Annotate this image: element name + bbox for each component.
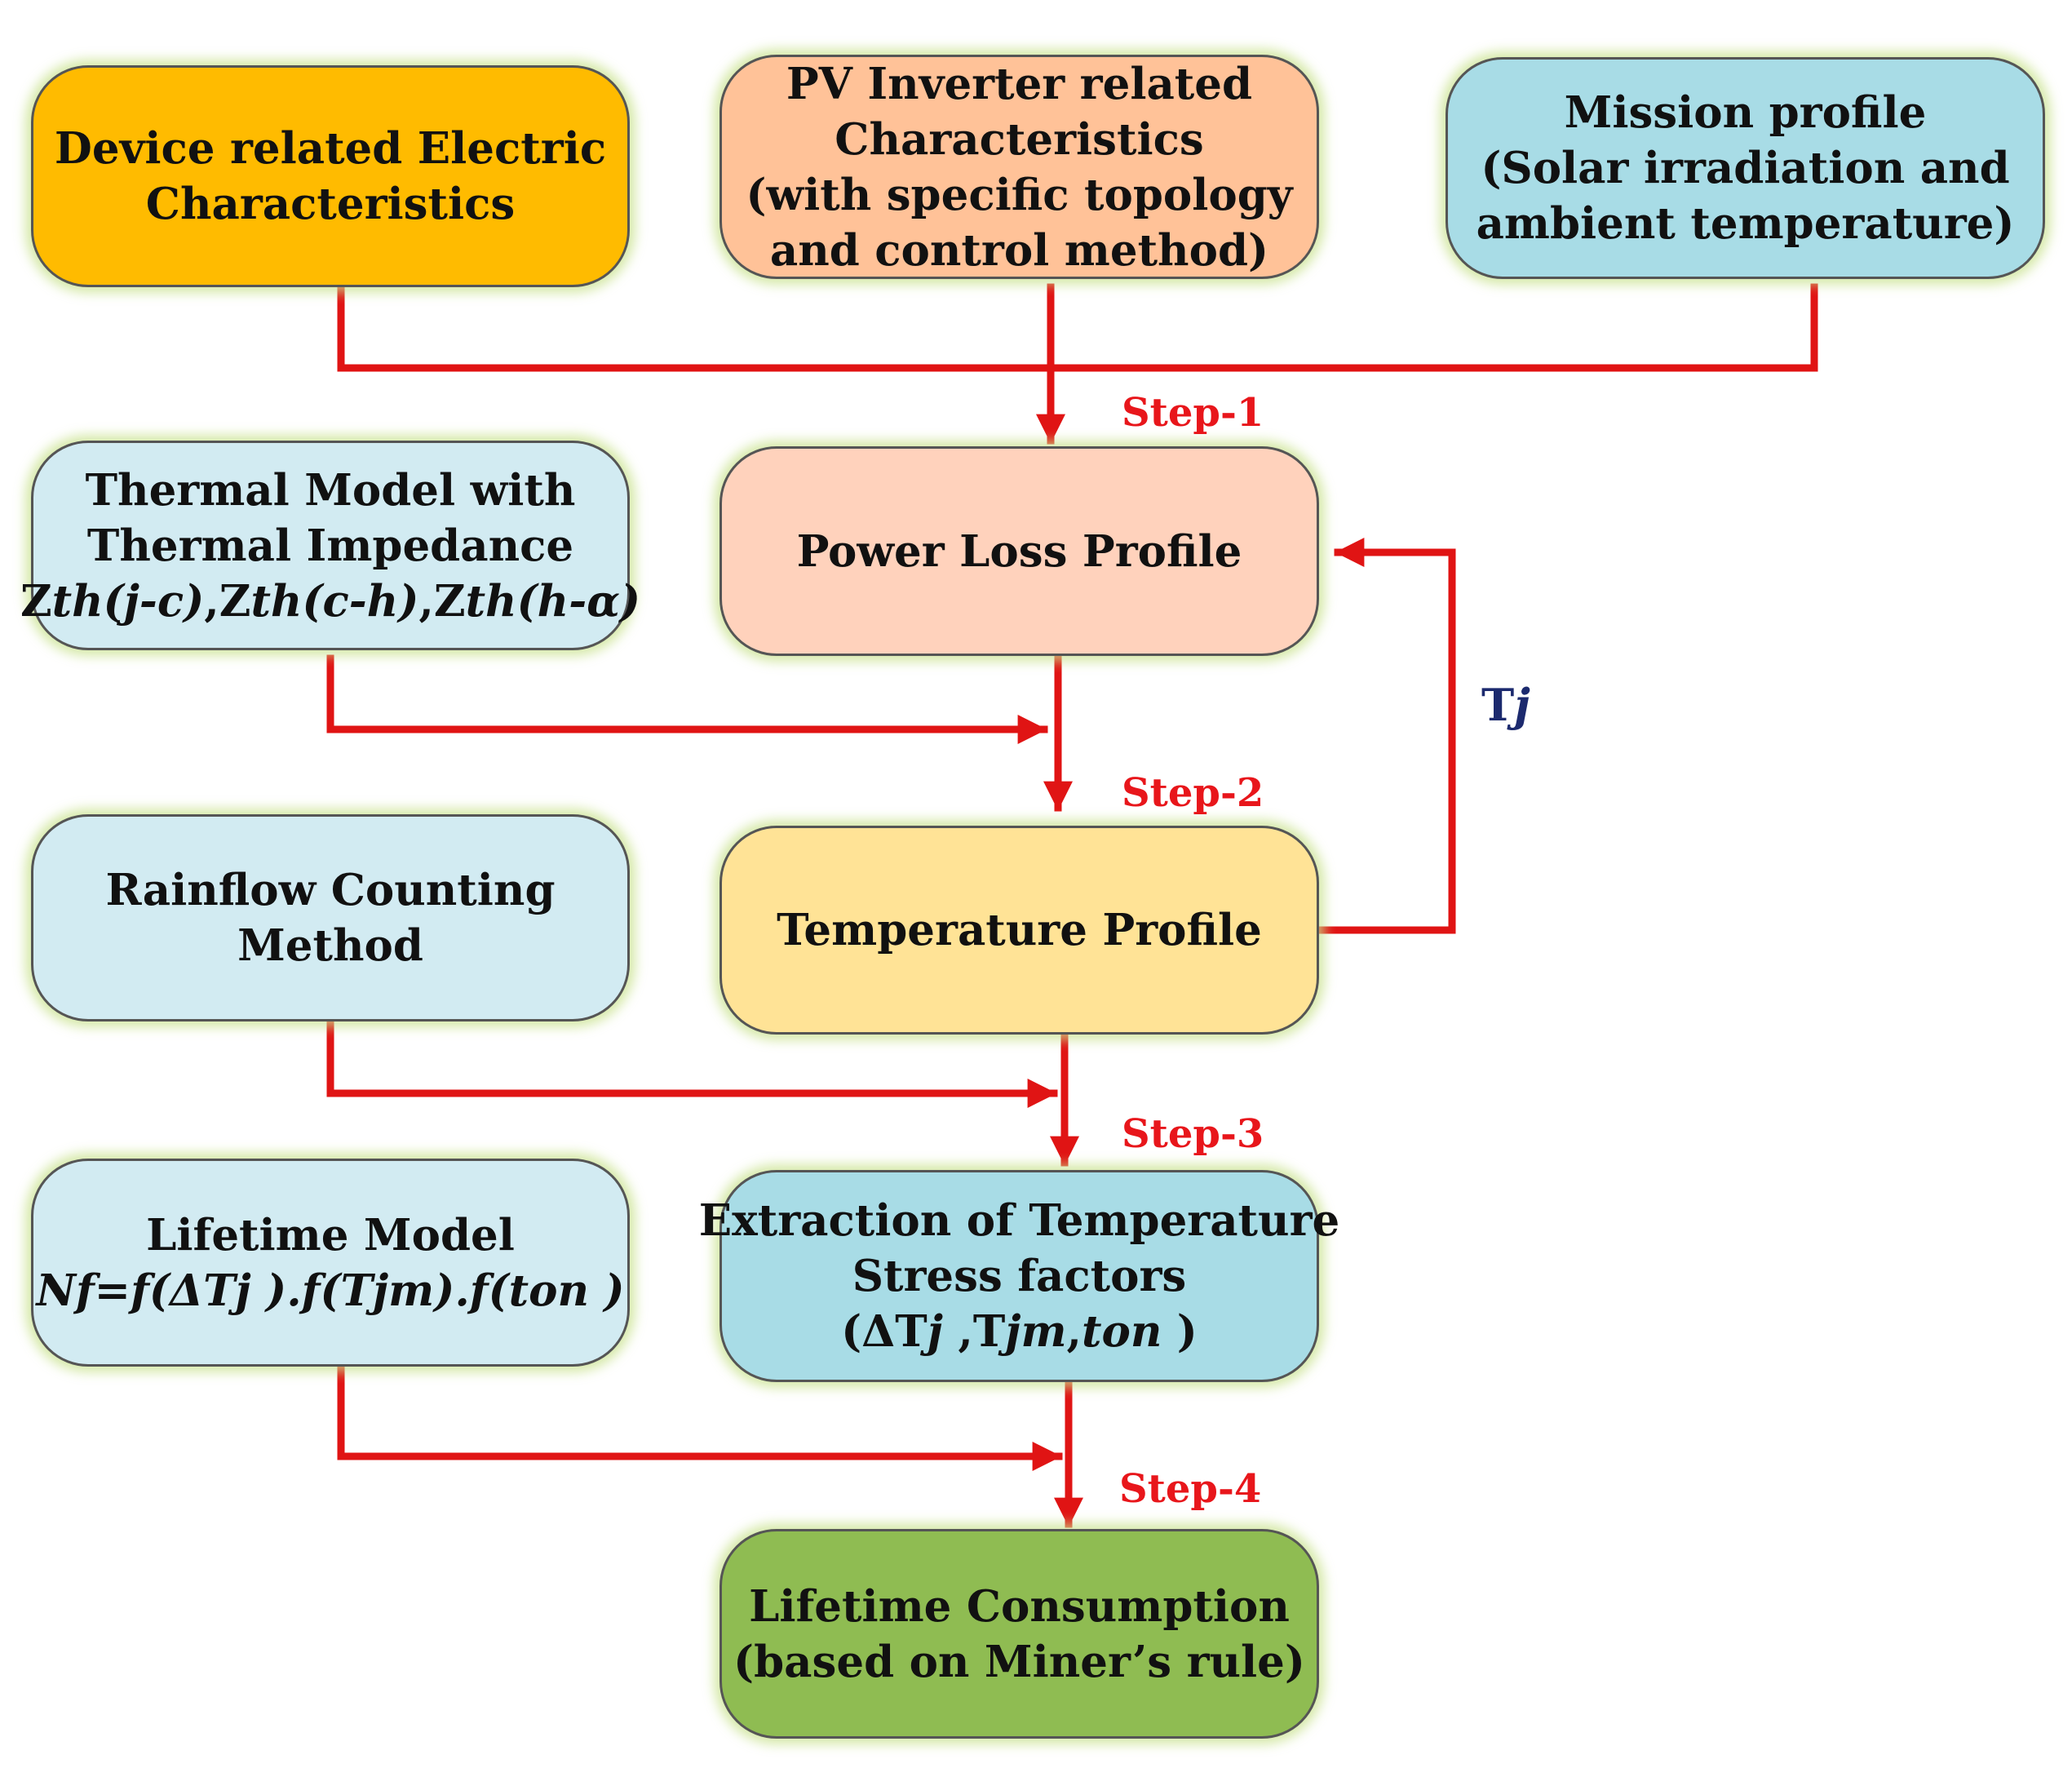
eq-sep-t: ,T	[942, 1306, 1006, 1357]
power-loss-line-1: Power Loss Profile	[796, 525, 1242, 577]
consumption-line-1: Lifetime Consumption	[749, 1580, 1290, 1632]
eq-zth-h-a: th(h-α)	[465, 575, 641, 627]
extraction-line-2: Stress factors	[852, 1251, 1187, 1301]
pv-inverter-text: PV Inverter related Characteristics (wit…	[746, 56, 1292, 278]
arrow-thermal-to-step-2	[326, 654, 1048, 744]
eq-ton: ton	[1081, 1306, 1162, 1357]
eq-zth-j-c: th(j-c)	[51, 575, 205, 627]
thermal-model-text: Thermal Model with Thermal Impedance Zth…	[20, 463, 640, 629]
consumption-line-2: (based on Miner’s rule)	[733, 1636, 1305, 1687]
rainflow-text: Rainflow Counting Method	[105, 862, 555, 973]
temperature-profile-box: Temperature Profile	[719, 826, 1319, 1035]
inverter-line-2: Characteristics	[835, 113, 1204, 165]
lifetime-model-box: Lifetime Model Nf=f(ΔTj ).f(Tjm).f(ton )	[31, 1159, 630, 1367]
eq-z3: Z	[433, 575, 466, 627]
mission-profile-box: Mission profile (Solar irradiation and a…	[1446, 57, 2045, 279]
thermal-impedance-equation: Zth(j-c),Zth(c-h),Zth(h-α)	[20, 574, 640, 629]
lifetime-model-equation: Nf=f(ΔTj ).f(Tjm).f(ton )	[36, 1265, 625, 1316]
power-loss-profile-box: Power Loss Profile	[719, 446, 1319, 656]
eq-delta-t: (ΔT	[841, 1306, 928, 1357]
connector-device-to-bus	[337, 283, 1056, 372]
thermal-line-2: Thermal Impedance	[86, 520, 574, 571]
arrow-feedback-tj	[1317, 538, 1456, 934]
temperature-profile-text: Temperature Profile	[777, 902, 1262, 958]
inverter-line-1: PV Inverter related	[786, 58, 1253, 109]
step-2-label: Step-2	[1122, 770, 1264, 816]
inverter-line-4: and control method)	[769, 224, 1269, 276]
thermal-model-box: Thermal Model with Thermal Impedance Zth…	[20, 441, 640, 650]
connector-mission-to-bus	[1048, 283, 1818, 372]
stress-factor-extraction-box: Extraction of Temperature Stress factors…	[699, 1170, 1339, 1382]
tj-t: T	[1481, 679, 1515, 731]
eq-comma-1: ,	[204, 575, 219, 627]
device-characteristics-text: Device related Electric Characteristics	[55, 121, 606, 232]
lifetime-model-line-1: Lifetime Model	[146, 1209, 515, 1261]
mission-line-2: (Solar irradiation and	[1481, 143, 2010, 193]
eq-j: j	[927, 1306, 943, 1357]
mission-line-3: ambient temperature)	[1476, 198, 2015, 249]
device-characteristics-box: Device related Electric Characteristics	[31, 65, 630, 287]
mission-line-1: Mission profile	[1564, 87, 1927, 138]
extraction-text: Extraction of Temperature Stress factors…	[699, 1193, 1339, 1359]
step-4-label: Step-4	[1119, 1466, 1262, 1512]
eq-comma-2: ,	[418, 575, 434, 627]
lifetime-consumption-box: Lifetime Consumption (based on Miner’s r…	[719, 1529, 1319, 1739]
step-3-label: Step-3	[1122, 1111, 1264, 1157]
power-loss-text: Power Loss Profile	[797, 524, 1242, 579]
tj-j: j	[1514, 679, 1530, 731]
eq-jm: jm	[1005, 1306, 1067, 1357]
arrow-lifetime-model-to-step-4	[337, 1363, 1063, 1471]
device-line-1: Device related Electric	[54, 123, 607, 174]
rainflow-line-2: Method	[237, 920, 423, 971]
extraction-line-1: Extraction of Temperature	[698, 1195, 1340, 1246]
thermal-line-1: Thermal Model with	[85, 464, 576, 516]
lifetime-consumption-text: Lifetime Consumption (based on Miner’s r…	[733, 1579, 1305, 1690]
mission-profile-text: Mission profile (Solar irradiation and a…	[1477, 85, 2015, 251]
eq-z2: Z	[219, 575, 251, 627]
feedback-tj-label: Tj	[1481, 679, 1530, 731]
step-1-label: Step-1	[1122, 390, 1264, 436]
lifetime-model-text: Lifetime Model Nf=f(ΔTj ).f(Tjm).f(ton )	[36, 1208, 624, 1318]
pv-inverter-characteristics-box: PV Inverter related Characteristics (wit…	[719, 55, 1319, 279]
eq-zth-c-h: th(c-h)	[250, 575, 419, 627]
inverter-line-3: (with specific topology	[746, 169, 1293, 220]
eq-close: )	[1162, 1306, 1198, 1357]
temperature-line-1: Temperature Profile	[777, 905, 1262, 955]
eq-comma: ,	[1066, 1306, 1082, 1357]
stress-factors-equation: (ΔTj ,Tjm,ton )	[841, 1304, 1198, 1359]
device-line-2: Characteristics	[145, 179, 516, 229]
eq-z1: Z	[20, 575, 52, 627]
arrow-rainflow-to-step-3	[326, 1017, 1058, 1108]
rainflow-counting-box: Rainflow Counting Method	[31, 814, 630, 1021]
rainflow-line-1: Rainflow Counting	[105, 865, 556, 915]
